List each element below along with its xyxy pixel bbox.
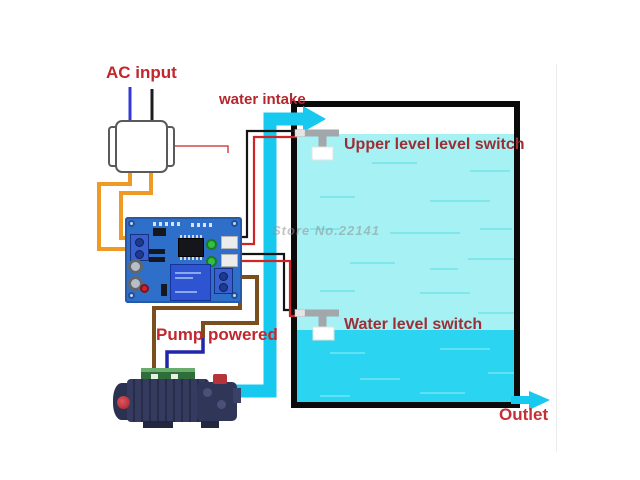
water-pump [113,366,241,428]
silkscreen-marks [153,222,183,226]
terminal-screw-icon [135,238,144,247]
upper-level-switch-label: Upper level level switch [344,136,525,153]
resistor-icon [149,257,165,262]
lower-switch-wire-red [233,259,297,318]
resistor-icon [161,284,167,296]
ac-input-label: AC input [106,63,177,82]
pump-foot [201,421,219,428]
outlet-label: Outlet [499,405,549,424]
terminal-screw-icon [219,283,228,292]
transformer-body [115,120,168,173]
pump-powered-label: Pump powered [156,325,278,344]
capacitor-icon [128,276,143,291]
transistor-icon [153,228,166,236]
water-level-switch-icon [294,309,339,341]
board-hole-icon [231,220,238,227]
outlet-arrow-icon [529,391,550,410]
water-intake-arrow-icon [303,106,326,132]
sensor-connector-upper [221,236,238,249]
board-hole-icon [128,292,135,299]
pump-red-cap-icon [117,396,130,409]
sensor-connector-lower [221,254,238,267]
green-led-icon [206,256,217,267]
photo-edge-line [556,64,557,452]
board-hole-icon [231,292,238,299]
pump-wire-blue [165,338,205,372]
green-led-icon [206,239,217,250]
power-wire-orange-1 [97,168,132,251]
relay-icon [170,264,211,301]
resistor-icon [149,249,165,254]
controller-board [125,217,242,303]
pump-red-knob-icon [213,374,227,384]
board-hole-icon [128,220,135,227]
pump-bolt-icon [217,400,226,409]
pump-foot [143,421,173,428]
input-terminal-block [130,234,149,261]
power-wire-orange-2 [119,168,153,240]
water-ripples-dark [320,348,514,397]
terminal-screw-icon [219,272,228,281]
water-ripples-light [310,162,514,314]
water-level-switch-label: Water level switch [344,316,483,333]
output-terminal-block [214,268,233,294]
red-led-icon [140,284,149,293]
pump-bolt-icon [203,388,212,397]
water-lower-region [297,330,514,402]
pump-motor-body [127,379,209,422]
pump-wire-brown-2 [201,275,259,338]
terminal-screw-icon [135,250,144,259]
upper-level-switch-icon [294,129,339,161]
water-intake-label: water intake [219,91,306,108]
pump-outlet-flange [233,388,241,403]
store-watermark: Store No.22141 [272,223,380,238]
silkscreen-marks [191,223,215,227]
ic-chip-icon [178,235,204,260]
upper-switch-wire-red [233,135,297,246]
capacitor-icon [128,259,143,274]
tank-outline [291,101,520,408]
